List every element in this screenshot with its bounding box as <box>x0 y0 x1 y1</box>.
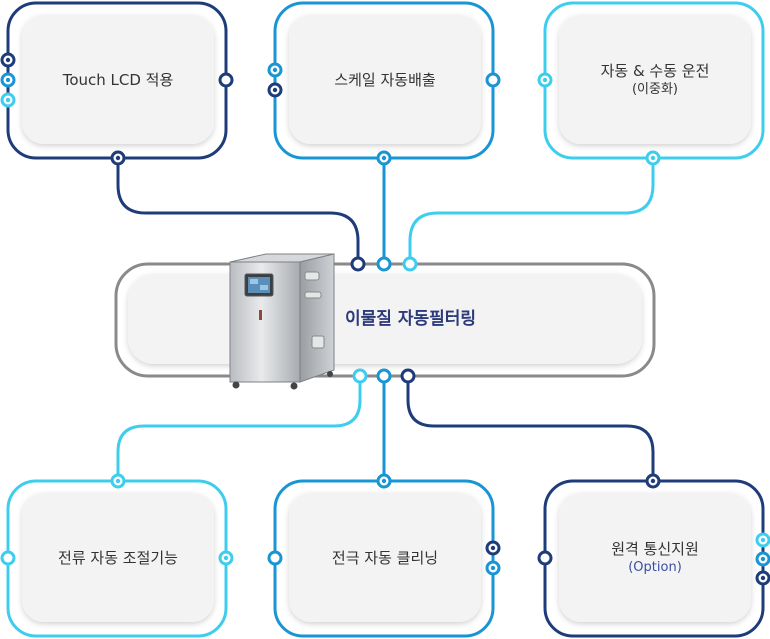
node-dot <box>537 550 553 566</box>
feature-card-remote-comm: 원격 통신지원 (Option) <box>559 493 751 622</box>
feature-label: 스케일 자동배출 <box>334 70 436 89</box>
node-dot <box>376 368 392 384</box>
feature-sublabel: (이중화) <box>631 81 679 97</box>
node-dot <box>400 368 416 384</box>
feature-label: 전극 자동 클리닝 <box>331 548 439 567</box>
connector-auto-manual <box>408 158 655 264</box>
node-dot <box>352 368 368 384</box>
filter-machine-icon <box>229 253 335 390</box>
feature-label: 원격 통신지원 <box>611 539 699 558</box>
feature-label: 전류 자동 조절기능 <box>58 548 178 567</box>
card-bg-electrode <box>289 493 481 622</box>
node-dot <box>218 72 234 88</box>
feature-card-auto-manual: 자동 & 수동 운전 (이중화) <box>559 15 751 144</box>
connector-current <box>116 376 362 480</box>
feature-sublabel-option: (Option) <box>628 559 682 575</box>
card-bg-auto-manual <box>559 15 751 144</box>
card-bg-current <box>22 493 214 622</box>
card-bg-touch-lcd <box>22 15 214 144</box>
feature-card-current-control: 전류 자동 조절기능 <box>22 493 214 622</box>
center-title: 이물질 자동필터링 <box>345 309 477 329</box>
node-centers <box>5 57 766 581</box>
feature-label: Touch LCD 적용 <box>62 70 174 89</box>
node-dot <box>0 550 16 566</box>
node-dot <box>376 256 392 272</box>
feature-label: 자동 & 수동 운전 <box>600 61 710 80</box>
node-dot <box>267 550 283 566</box>
card-bg-remote <box>559 493 751 622</box>
node-dot <box>402 256 418 272</box>
connector-remote <box>406 376 655 480</box>
feature-card-electrode-cleaning: 전극 자동 클리닝 <box>289 493 481 622</box>
card-bg-scale <box>289 15 481 144</box>
feature-card-scale-discharge: 스케일 자동배출 <box>289 15 481 144</box>
feature-card-touch-lcd: Touch LCD 적용 <box>22 15 214 144</box>
connector-touch-lcd <box>116 158 360 264</box>
node-dot <box>350 256 366 272</box>
node-dot <box>485 72 501 88</box>
